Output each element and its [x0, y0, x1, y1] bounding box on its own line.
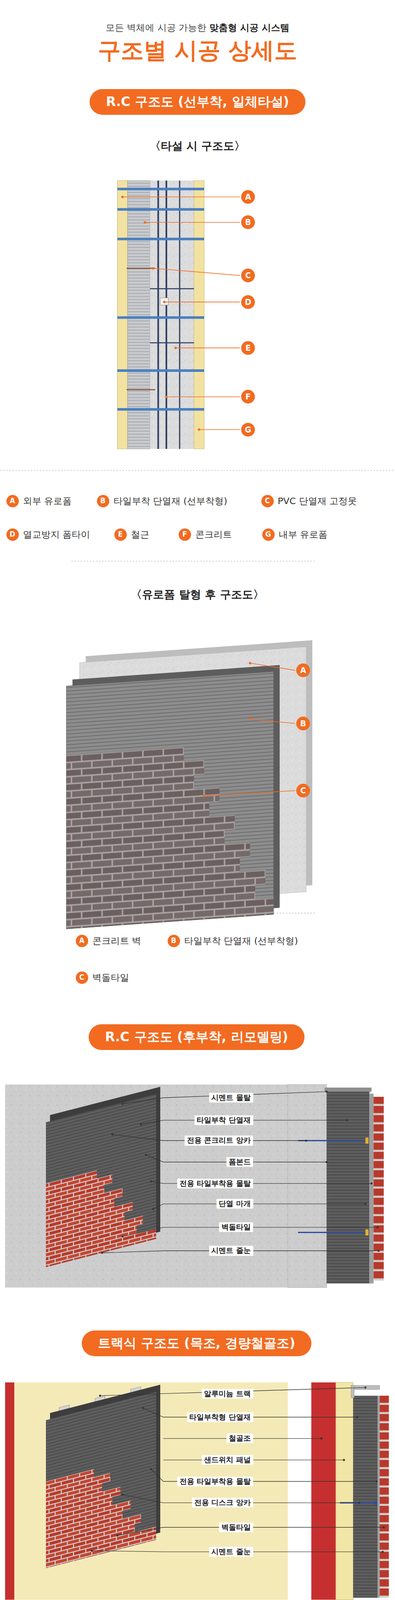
part-label: 샌드위치 패널	[201, 1455, 254, 1466]
legend-marker: F콘크리트	[178, 528, 192, 542]
callout-letter: C	[245, 271, 251, 280]
tagline: 모든 벽체에 시공 가능한	[105, 22, 207, 34]
part-label: 타일부착 단열재	[194, 1115, 254, 1126]
part-label: 전용 디스크 앙카	[191, 1498, 254, 1509]
callout-letter: A	[244, 193, 251, 202]
callout-letter: C	[300, 787, 306, 796]
callout-letter: A	[79, 937, 85, 945]
section-pill: 트랙식 구조도 (목조, 경량철골조)	[81, 1331, 312, 1357]
callout-letter: E	[118, 531, 123, 539]
callout-letter: A	[9, 497, 16, 505]
legend-marker: D열교방지 폼타이	[6, 528, 19, 542]
callout-circle: C	[296, 784, 311, 798]
legend-marker: E철근	[114, 528, 127, 542]
callout-letter: B	[300, 720, 307, 728]
part-label: 시멘트 줄눈	[208, 1547, 254, 1558]
page-title: 구조별 시공 상세도	[97, 36, 298, 65]
legend-marker: C벽돌타일	[75, 971, 89, 985]
part-label: 타일부착형 단열재	[186, 1412, 254, 1423]
callout-circle: A	[296, 663, 311, 678]
part-label: 벽돌타일	[219, 1523, 254, 1533]
legend-text: 외부 유로폼	[22, 495, 72, 507]
legend-marker: A콘크리트 벽	[75, 935, 89, 948]
part-label: 알루미늄 트랙	[201, 1389, 254, 1400]
legend-text: 열교방지 폼타이	[22, 529, 91, 541]
callout-letter: D	[244, 298, 252, 307]
legend-text: 내부 유로폼	[278, 529, 328, 541]
callout-letter: F	[182, 531, 187, 539]
callout-letter: G	[265, 531, 271, 539]
callout-letter: E	[245, 344, 251, 353]
callout-letter: B	[170, 937, 176, 945]
legend-marker: CPVC 단열재 고정못	[261, 495, 274, 508]
pill-title: R.C 구조도 (선부착, 일체타설)	[106, 95, 290, 109]
legend-text: 타일부착 단열재 (선부착형)	[184, 935, 299, 947]
pill-title: R.C 구조도 (후부착, 리모델링)	[105, 1031, 289, 1044]
callout-circle: C	[241, 268, 255, 283]
legend-text: PVC 단열재 고정못	[277, 495, 357, 507]
part-label: 단열 마개	[216, 1199, 254, 1210]
legend-marker: B타일부착 단열재 (선부착형)	[167, 935, 181, 948]
legend-marker: B타일부착 단열재 (선부착형)	[96, 495, 110, 508]
callout-letter: C	[264, 497, 270, 505]
legend-text: 콘크리트 벽	[92, 935, 142, 947]
callout-circle: D	[241, 295, 255, 310]
part-label: 시멘트 몰탈	[208, 1093, 254, 1103]
legend-text: 벽돌타일	[92, 972, 130, 984]
callout-circle: F	[241, 389, 255, 404]
callout-letter: C	[79, 974, 85, 982]
part-label: 전용 콘크리트 앙카	[184, 1136, 254, 1146]
pill-title: 트랙식 구조도 (목조, 경량철골조)	[97, 1337, 295, 1351]
tagline: 맞춤형 시공 시스템	[209, 22, 290, 34]
legend-text: 타일부착 단열재 (선부착형)	[113, 495, 228, 507]
subheading: 〈유로폼 탈형 후 구조도〉	[130, 588, 264, 602]
callout-circle: A	[241, 190, 255, 204]
legend-marker: G내부 유로폼	[262, 528, 275, 542]
part-label: 철골조	[226, 1434, 254, 1445]
callout-letter: F	[245, 393, 251, 401]
section-pill: R.C 구조도 (후부착, 리모델링)	[88, 1024, 305, 1051]
legend-text: 콘크리트	[195, 529, 232, 541]
callout-letter: B	[100, 497, 106, 505]
part-label: 전용 타일부착용 몰탈	[177, 1179, 254, 1189]
callout-circle: B	[296, 716, 311, 731]
section-pill: R.C 구조도 (선부착, 일체타설)	[89, 89, 306, 115]
legend-text: 철근	[130, 529, 150, 541]
part-label: 벽돌타일	[219, 1223, 254, 1233]
callout-circle: E	[241, 341, 255, 356]
part-label: 폼본드	[226, 1157, 254, 1168]
part-label: 전용 타일부착용 몰탈	[177, 1477, 254, 1487]
callout-letter: G	[244, 426, 252, 435]
part-label: 시멘트 줄눈	[208, 1246, 254, 1257]
callout-circle: B	[241, 215, 255, 230]
callout-letter: B	[245, 218, 252, 227]
subheading: 〈타설 시 구조도〉	[149, 139, 246, 153]
callout-letter: A	[299, 666, 306, 675]
callout-letter: D	[9, 531, 16, 539]
legend-marker: A외부 유로폼	[6, 495, 19, 508]
callout-circle: G	[241, 423, 255, 437]
